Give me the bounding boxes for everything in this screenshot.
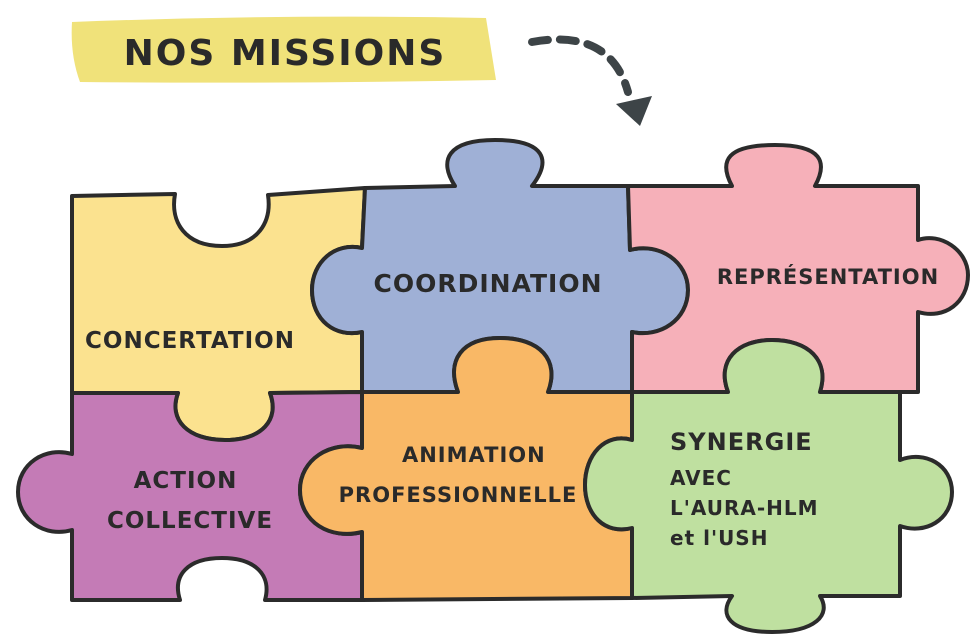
puzzle-piece-representation (626, 143, 970, 394)
label-animation-professionnelle: ANIMATION PROFESSIONNELLE (339, 443, 578, 507)
label-action-collective: ACTION COLLECTIVE (107, 468, 273, 534)
puzzle-piece-synergie (583, 338, 954, 634)
label-representation: REPRÉSENTATION (717, 264, 939, 289)
dashed-arrow-icon (528, 35, 652, 126)
label-coordination: COORDINATION (373, 269, 602, 298)
label-concertation: CONCERTATION (85, 328, 295, 354)
page-title: NOS MISSIONS (124, 33, 447, 74)
title-banner-shape (71, 16, 497, 83)
label-synergie: SYNERGIE AVEC L'AURA-HLM et l'USH (670, 428, 827, 550)
title-banner: NOS MISSIONS (71, 16, 497, 83)
